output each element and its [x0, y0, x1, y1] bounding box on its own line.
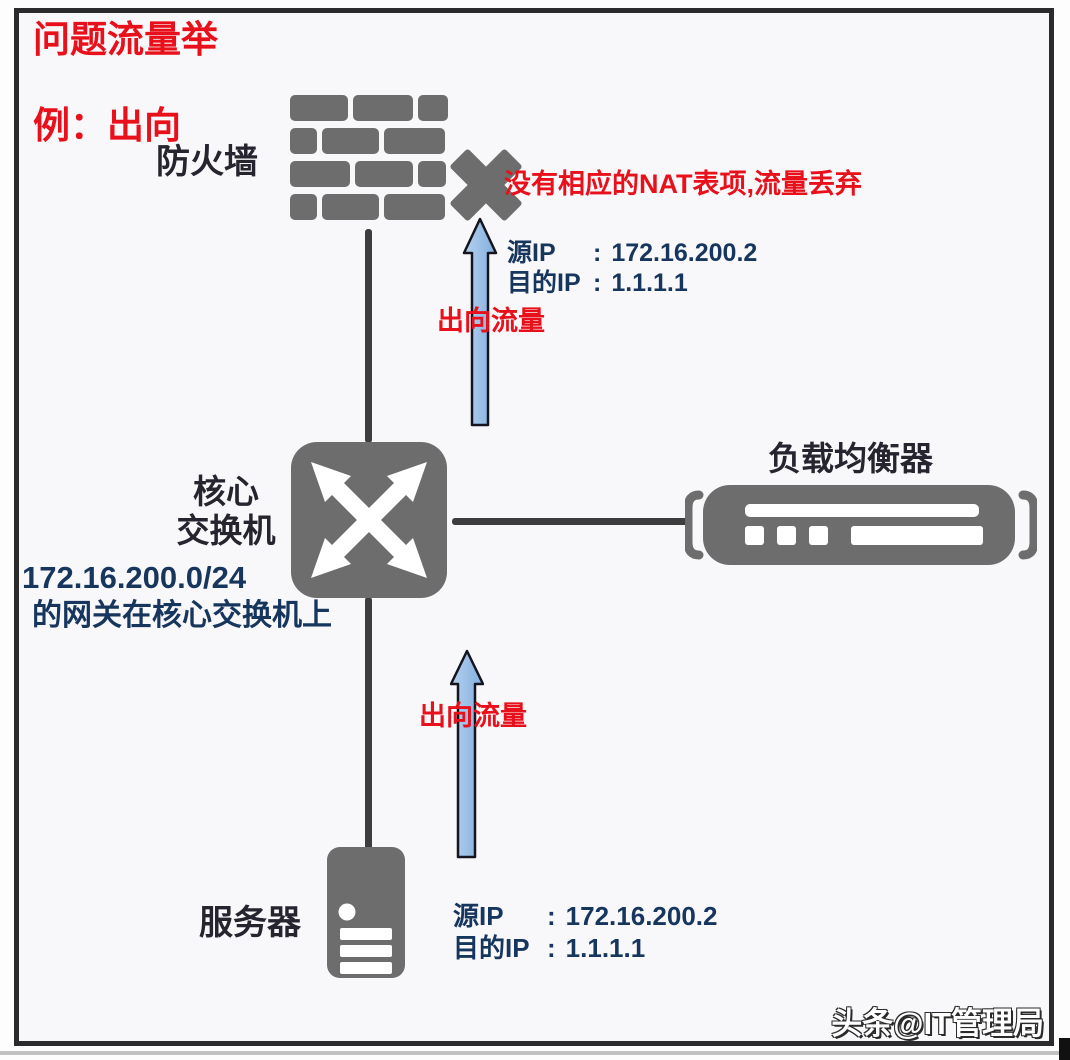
- separator: :: [547, 933, 556, 963]
- separator: :: [593, 269, 602, 297]
- flow-label-lower: 出向流量: [419, 701, 527, 731]
- link-switch-server: [365, 597, 372, 850]
- dst-ip-value: 1.1.1.1: [565, 933, 646, 963]
- core-switch-label: 核心 交换机: [176, 473, 276, 549]
- brick-row: [290, 161, 448, 187]
- corner-fragment: [1059, 1038, 1070, 1060]
- outbound-arrow-upper: [462, 217, 498, 427]
- tower-server-icon: [327, 847, 405, 978]
- src-ip-value: 172.16.200.2: [565, 901, 718, 931]
- dst-ip-label: 目的IP: [507, 269, 581, 297]
- nat-drop-note: 没有相应的NAT表项,流量丢弃: [504, 169, 862, 199]
- src-ip-label: 源IP: [453, 901, 504, 931]
- link-switch-loadbalancer: [452, 518, 688, 525]
- separator: :: [593, 239, 602, 267]
- bottom-edge-strip: [0, 1051, 1070, 1055]
- packet-row-src: 源IP : 172.16.200.2: [453, 900, 717, 932]
- packet-info-lower: 源IP : 172.16.200.2 目的IP : 1.1.1.1: [453, 900, 717, 964]
- src-ip-value: 172.16.200.2: [611, 239, 758, 267]
- dst-ip-label: 目的IP: [453, 933, 530, 963]
- title-line1: 问题流量举: [33, 19, 218, 60]
- title-line2: 例：出向: [33, 105, 181, 146]
- page-title: 问题流量举 例：出向: [33, 18, 218, 147]
- gateway-note-line2: 的网关在核心交换机上: [32, 599, 332, 632]
- packet-row-dst: 目的IP : 1.1.1.1: [453, 932, 717, 964]
- flow-label-upper: 出向流量: [437, 306, 545, 336]
- packet-row-dst: 目的IP : 1.1.1.1: [507, 268, 757, 298]
- src-ip-label: 源IP: [507, 239, 556, 267]
- brick-row: [290, 194, 448, 220]
- watermark: 头条@IT管理局: [831, 1006, 1044, 1041]
- brick-row: [290, 95, 448, 121]
- dst-ip-value: 1.1.1.1: [611, 269, 688, 297]
- outbound-arrow-lower: [450, 649, 484, 859]
- rack-appliance-icon: [685, 485, 1037, 565]
- server-label: 服务器: [199, 904, 301, 942]
- load-balancer-label: 负载均衡器: [768, 440, 933, 477]
- brick-row: [290, 128, 448, 154]
- link-firewall-switch: [365, 229, 372, 443]
- gateway-note-line1: 172.16.200.0/24: [22, 560, 247, 595]
- crossed-arrows-switch-icon: [291, 442, 447, 598]
- packet-row-src: 源IP : 172.16.200.2: [507, 238, 757, 268]
- packet-info-upper: 源IP : 172.16.200.2 目的IP : 1.1.1.1: [507, 238, 757, 298]
- firewall-icon: [290, 95, 448, 220]
- separator: :: [547, 901, 556, 931]
- firewall-label: 防火墙: [156, 143, 258, 181]
